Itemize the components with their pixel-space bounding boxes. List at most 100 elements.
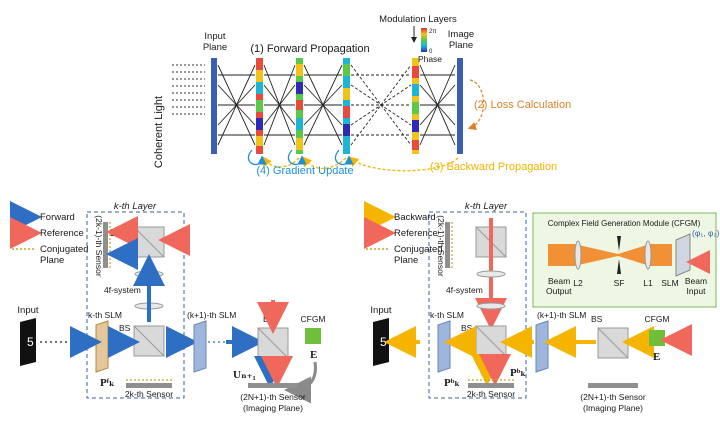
phase-colorbar xyxy=(421,28,427,52)
input-plane xyxy=(211,58,217,154)
image-plane-label: Image xyxy=(448,29,474,40)
top-sensor-label-r: (2k-1)-th Sensor xyxy=(436,215,446,277)
sensor-2k-label-r: 2k-th Sensor xyxy=(467,389,515,399)
top-sensor-label: (2k-1)-th Sensor xyxy=(94,215,104,277)
gradient-update-loops xyxy=(247,149,354,166)
sf-label: SF xyxy=(614,278,625,288)
l2-label: L2 xyxy=(573,278,583,288)
beam-output-label: Beam xyxy=(548,276,570,286)
cfgm-block-left xyxy=(305,328,321,344)
cfgm-return-arrow xyxy=(284,361,317,404)
cfgm-slm xyxy=(675,233,691,277)
sensor-2k-r xyxy=(468,383,514,388)
sensor-2k-label: 2k-th Sensor xyxy=(125,389,173,399)
imaging-sensor-label-right: (2N+1)-th Sensor xyxy=(580,392,646,402)
sensor-2k xyxy=(126,383,172,388)
kth-layer-box xyxy=(86,211,185,399)
kth-layer-title-r: k-th Layer xyxy=(465,201,508,212)
beam-input-label-2: Input xyxy=(687,286,707,296)
b-k-label-r: Pᵇₖ xyxy=(510,367,526,379)
cfgm-label-left: CFGM xyxy=(300,314,325,324)
legend-conjugated-label-2: Plane xyxy=(40,255,64,266)
loss-calculation-label: (2) Loss Calculation xyxy=(474,99,571,111)
legend-reference-label: Reference xyxy=(40,228,84,239)
beam-input-label: Beam xyxy=(685,276,707,286)
lens-l1 xyxy=(644,240,652,270)
e-label-left: E xyxy=(310,349,317,361)
modulation-layer-4 xyxy=(412,58,419,154)
four-f-label-r: 4f-system xyxy=(446,285,483,295)
k1-slm-label: (k+1)-th SLM xyxy=(187,310,236,320)
legend-forward-label: Forward xyxy=(40,212,75,223)
k1-slm-r xyxy=(535,320,549,373)
image-plane-label-2: Plane xyxy=(449,40,473,51)
modulation-layers-label: Modulation Layers xyxy=(379,14,457,25)
modulation-layer-3 xyxy=(343,58,350,154)
spatial-filter-bottom xyxy=(617,259,621,274)
input-plane-label: Input xyxy=(204,31,225,42)
cfgm-inset-title: Complex Field Generation Module (CFGM) xyxy=(548,219,701,228)
u-n1-label: Uₙ₊₁ xyxy=(233,369,256,381)
phase-label: Phase xyxy=(418,54,442,64)
legend-conjugated-label: Conjugated xyxy=(40,244,89,255)
input-object xyxy=(20,318,36,366)
intermediate-dashed-arrows xyxy=(350,64,412,146)
beam-output-label-2: Output xyxy=(546,286,572,296)
imaging-sensor-label-left: (2N+1)-th Sensor xyxy=(240,392,306,402)
cfgm-block-right xyxy=(649,330,665,346)
modulation-layer-2 xyxy=(296,58,303,154)
bs-label-left-1: BS xyxy=(119,323,131,333)
input-digit-r: 5 xyxy=(380,335,387,349)
forward-propagation-label: (1) Forward Propagation xyxy=(250,43,369,55)
legend-conjugated-label-r-2: Plane xyxy=(394,255,418,266)
top-sensor-r xyxy=(445,222,450,268)
lens-4f-lower-r xyxy=(476,302,506,310)
bs-label-right-1: BS xyxy=(461,323,473,333)
legend-reference-label-r: Reference xyxy=(394,228,438,239)
modulation-layer-1 xyxy=(256,58,263,154)
image-plane xyxy=(457,58,463,154)
four-f-label: 4f-system xyxy=(104,285,141,295)
p-k-label-r: Pᵇₖ xyxy=(444,377,460,389)
input-digit: 5 xyxy=(27,335,34,349)
p-k-label: Pᶠₖ xyxy=(100,377,115,389)
k1-slm xyxy=(193,320,207,373)
input-label-r: Input xyxy=(370,305,391,316)
phase-max: 2π xyxy=(429,29,436,35)
e-label-right: E xyxy=(653,351,660,363)
cfgm-label-right: CFGM xyxy=(644,314,669,324)
kth-layer-box-r xyxy=(428,211,527,399)
right-panel: Backward Reference Conjugated Plane k-th… xyxy=(364,201,720,413)
kth-slm-label-r: k-th SLM xyxy=(430,310,464,320)
kth-slm-r xyxy=(437,320,451,373)
imaging-sensor-right xyxy=(588,383,638,388)
input-plane-label-2: Plane xyxy=(203,42,227,53)
kth-layer-title: k-th Layer xyxy=(114,201,157,212)
gradient-update-label: (4) Gradient Update xyxy=(256,165,353,177)
kth-slm xyxy=(95,320,109,373)
top-panel: Coherent Light Input Plane (1) Forward P… xyxy=(153,14,571,177)
backward-propagation-label: (3) Backward Propagation xyxy=(430,161,557,173)
slm-label: SLM xyxy=(661,278,678,288)
kth-slm-label: k-th SLM xyxy=(88,310,122,320)
coherent-light-label: Coherent Light xyxy=(153,96,165,168)
imaging-plane-label-right: (Imaging Plane) xyxy=(583,403,643,413)
phi-label: (φ₁, φ₂) xyxy=(692,228,720,238)
legend-backward-label: Backward xyxy=(394,212,436,223)
l1-label: L1 xyxy=(643,278,653,288)
lens-4f-upper-r xyxy=(476,270,506,278)
top-sensor xyxy=(103,222,108,268)
coherent-light-rays xyxy=(172,64,205,115)
left-panel: Forward Reference Conjugated Plane k-th … xyxy=(10,201,326,413)
k1-slm-label-r: (k+1)-th SLM xyxy=(537,310,586,320)
spatial-filter-top xyxy=(617,236,621,251)
phase-min: 0 xyxy=(429,49,433,55)
imaging-sensor-left xyxy=(248,383,298,388)
legend-conjugated-label-r: Conjugated xyxy=(394,244,443,255)
lens-l2 xyxy=(574,240,582,270)
forward-connection-arrows xyxy=(217,64,456,146)
input-label: Input xyxy=(17,305,38,316)
imaging-plane-label-left: (Imaging Plane) xyxy=(243,403,303,413)
bs-label-right-2: BS xyxy=(591,314,603,324)
